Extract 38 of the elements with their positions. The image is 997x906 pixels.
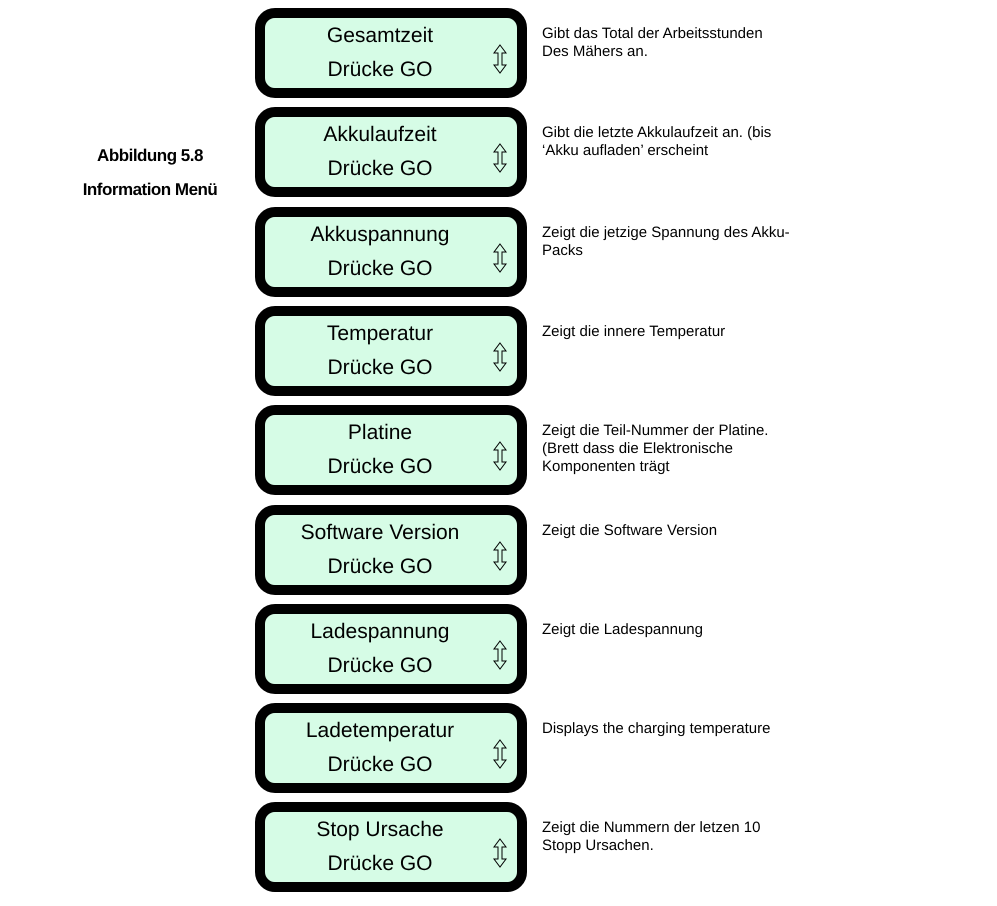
description-text: Gibt die letzte Akkulaufzeit an. (bis ‘Akku aufladen’ erscheint (542, 124, 772, 160)
display-screen (255, 504, 527, 594)
description-text: Zeigt die Teil-Nummer der Platine. (Brett dass die Elektronische Komponenten trägt (542, 422, 770, 476)
menu-item-title: Akkulaufzeit (322, 123, 438, 148)
menu-item-title: Ladetemperatur (304, 719, 456, 744)
description-text: Zeigt die innere Temperatur (542, 322, 726, 341)
display-screen (255, 8, 527, 98)
menu-item-prompt: Drücke GO (326, 157, 434, 182)
menu-item-title: Ladespannung (310, 620, 450, 644)
description-text: Gibt das Total der Arbeitsstunden Des Mähers an. (542, 25, 764, 61)
figure-caption: Information Menü (82, 180, 218, 200)
description-text: Zeigt die Nummern der letzen 10 Stopp Ursachen. (542, 819, 762, 856)
description-text: Zeigt die jetzige Spannung des Akku-Packs (542, 224, 791, 260)
menu-item-prompt: Drücke GO (326, 58, 434, 82)
display-screen (255, 107, 527, 198)
display-screen (255, 703, 527, 794)
menu-item-title: Akkuspannung (310, 222, 450, 247)
menu-item-title: Gesamtzeit (326, 24, 434, 48)
display-screen (255, 604, 527, 694)
display-screen (255, 206, 527, 297)
menu-item-prompt: Drücke GO (326, 554, 434, 578)
menu-item-prompt: Drücke GO (326, 753, 434, 778)
menu-item-prompt: Drücke GO (326, 256, 434, 281)
menu-item-prompt: Drücke GO (326, 356, 434, 380)
menu-item-title: Platine (346, 421, 414, 446)
description-text: Zeigt die Software Version (542, 522, 718, 540)
description-text: Displays the charging temperature (542, 720, 772, 738)
menu-item-title: Stop Ursache (315, 818, 445, 842)
menu-item-prompt: Drücke GO (326, 455, 434, 480)
menu-item-prompt: Drücke GO (326, 654, 434, 678)
description-text: Zeigt die Ladespannung (542, 620, 704, 639)
display-screen (255, 405, 527, 496)
menu-item-prompt: Drücke GO (326, 852, 434, 876)
figure-caption: Abbildung 5.8 (96, 146, 204, 166)
display-screen (255, 802, 527, 892)
display-screen (255, 306, 527, 396)
menu-item-title: Temperatur (326, 322, 434, 346)
menu-item-title: Software Version (300, 520, 460, 544)
